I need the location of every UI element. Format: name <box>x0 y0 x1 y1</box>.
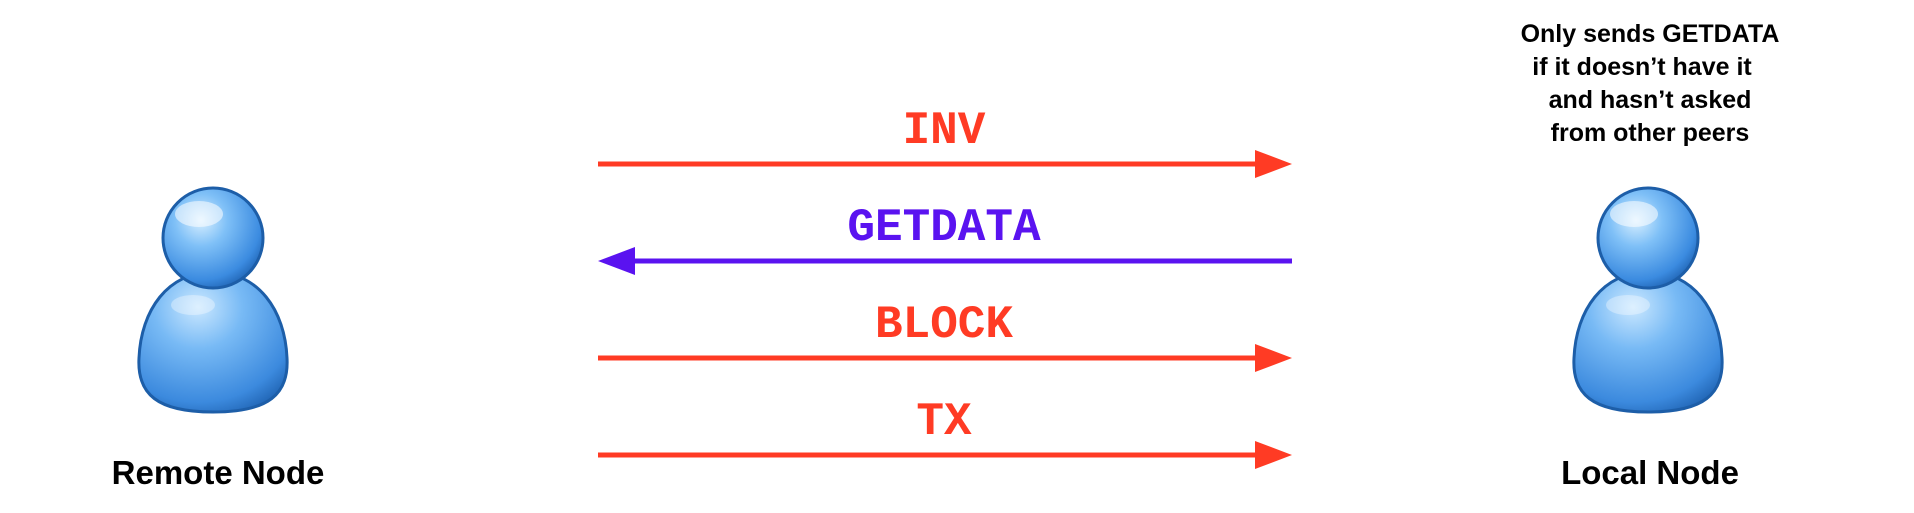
message-label: BLOCK <box>875 299 1013 351</box>
local-node-label: Local Node <box>1561 454 1739 491</box>
arrowhead-left-icon <box>598 247 635 275</box>
message-inv: INV <box>598 105 1292 178</box>
user-icon <box>1572 186 1724 414</box>
note-line: if it doesn’t have it <box>1532 53 1752 81</box>
arrowhead-right-icon <box>1255 150 1292 178</box>
getdata-condition-note: Only sends GETDATA if it doesn’t have it… <box>1470 18 1830 150</box>
message-label: TX <box>916 396 972 448</box>
message-label: GETDATA <box>847 202 1041 254</box>
note-line: Only sends GETDATA <box>1520 20 1780 48</box>
message-tx: TX <box>598 396 1292 469</box>
remote-node-label: Remote Node <box>111 454 325 491</box>
arrowhead-right-icon <box>1255 344 1292 372</box>
message-block: BLOCK <box>598 299 1292 372</box>
note-line: and hasn’t asked <box>1548 86 1752 114</box>
message-label: INV <box>903 105 986 157</box>
arrowhead-right-icon <box>1255 441 1292 469</box>
note-line: from other peers <box>1550 119 1750 147</box>
local-node <box>1572 186 1724 414</box>
remote-node <box>137 186 289 414</box>
user-icon <box>137 186 289 414</box>
message-getdata: GETDATA <box>598 202 1292 275</box>
